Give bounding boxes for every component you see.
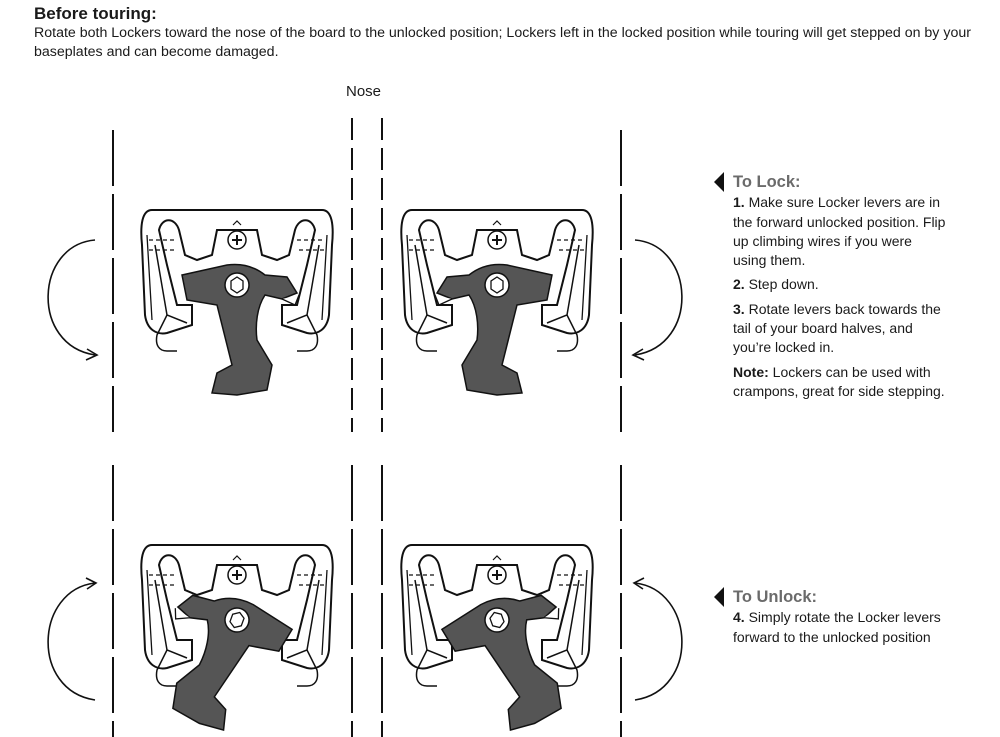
board-edge-lines [112,118,622,737]
nose-label: Nose [346,83,382,100]
unlock-instructions: To Unlock: 4. Simply rotate the Locker l… [733,588,948,652]
lock-instructions: To Lock: 1. Make sure Locker levers are … [733,173,948,406]
unlock-pointer-icon [714,587,724,607]
locker-bottom-left [140,544,334,737]
page-heading: Before touring: [34,4,157,23]
rotation-arrow-bottom-right [632,577,683,701]
locker-top-left [140,209,334,396]
lock-step-1: 1. Make sure Locker levers are in the fo… [733,194,946,269]
unlock-step-4: 4. Simply rotate the Locker levers forwa… [733,609,941,645]
lock-step-2: 2. Step down. [733,276,819,293]
locker-bottom-right [400,544,594,737]
locker-top-right [400,209,594,396]
lock-pointer-icon [714,172,724,192]
unlock-title: To Unlock: [733,588,818,606]
lock-step-3: 3. Rotate levers back towards the tail o… [733,300,941,356]
rotation-arrow-top-right [631,239,683,361]
lock-title: To Lock: [733,173,801,191]
lock-note: Note: Lockers can be used with crampons,… [733,363,945,399]
rotation-arrow-bottom-left [47,577,98,701]
intro-text: Rotate both Lockers toward the nose of t… [34,25,971,60]
rotation-arrow-top-left [47,239,99,361]
